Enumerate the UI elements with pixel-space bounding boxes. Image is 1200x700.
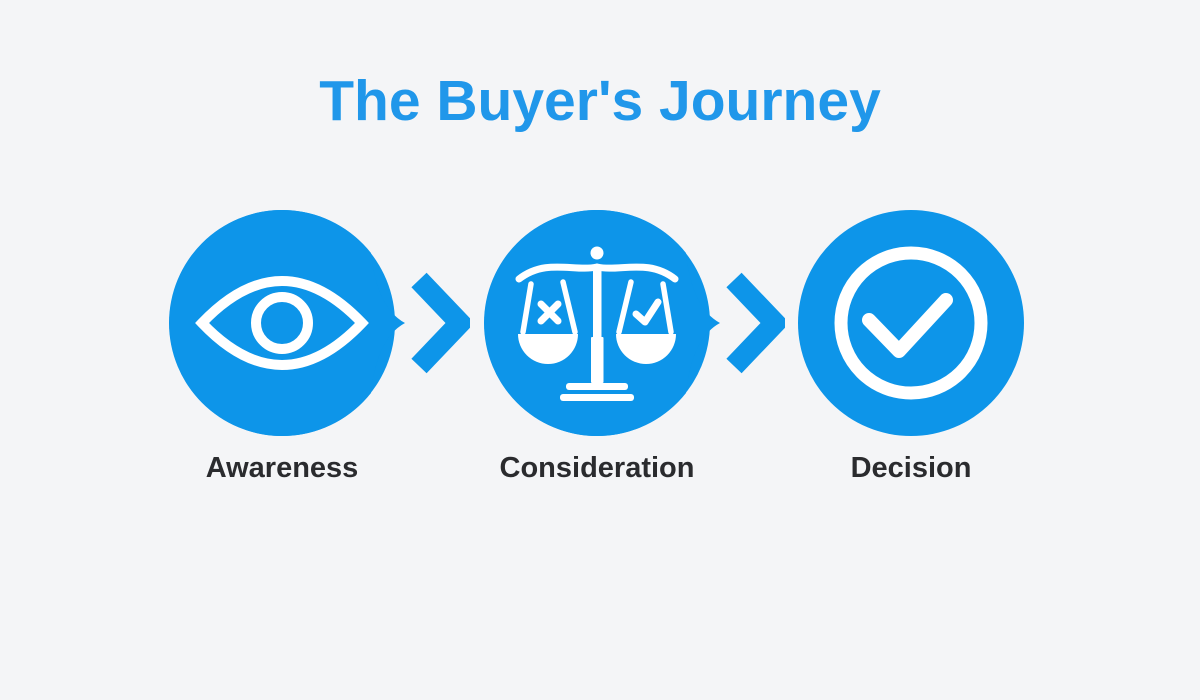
stage-label-consideration: Consideration: [499, 452, 695, 484]
stage-label-decision: Decision: [850, 452, 972, 484]
check-mark: [862, 293, 953, 358]
check-mark: [632, 298, 662, 326]
balance-scale-icon: [484, 210, 720, 436]
eye-icon: [169, 210, 405, 436]
x-mark: [537, 300, 562, 325]
page-title: The Buyer's Journey: [319, 69, 881, 133]
chevron-right-icon: [411, 272, 470, 374]
circle-tail-point: [484, 210, 720, 436]
chevron-right-icon: [726, 272, 785, 374]
check-circle-icon: [798, 210, 1024, 436]
circle-tail-point: [169, 210, 405, 436]
stage-label-awareness: Awareness: [205, 452, 359, 484]
